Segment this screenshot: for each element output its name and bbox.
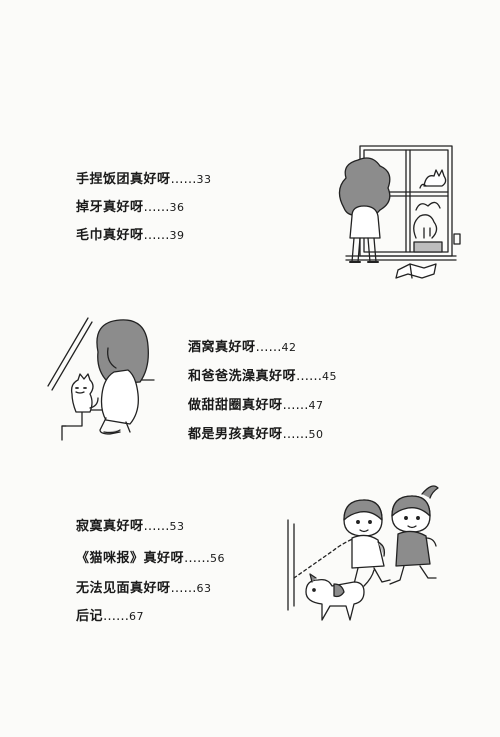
toc-entry-title: 手捏饭团真好呀: [76, 172, 171, 187]
toc-entry[interactable]: 掉牙真好呀……36: [76, 200, 185, 216]
toc-entry-page: 50: [308, 428, 324, 441]
toc-entry-page: 47: [308, 399, 324, 412]
toc-entry[interactable]: 《猫咪报》真好呀……56: [76, 551, 225, 567]
toc-entry[interactable]: 都是男孩真好呀……50: [188, 427, 324, 443]
toc-entry-title: 掉牙真好呀: [76, 200, 144, 215]
toc-entry-title: 毛巾真好呀: [76, 228, 144, 243]
toc-entry[interactable]: 后记……67: [76, 609, 144, 625]
toc-entry-title: 无法见面真好呀: [76, 581, 171, 596]
toc-entry-leader: ……: [170, 581, 197, 596]
toc-entry-page: 33: [196, 173, 212, 186]
toc-entry-page: 36: [169, 201, 185, 214]
toc-entry[interactable]: 毛巾真好呀……39: [76, 228, 185, 244]
toc-entry-title: 做甜甜圈真好呀: [188, 398, 283, 413]
toc-entry[interactable]: 无法见面真好呀……63: [76, 581, 212, 597]
toc-entry-leader: ……: [184, 551, 211, 566]
toc-entry-page: 56: [210, 552, 226, 565]
toc-entry-title: 《猫咪报》真好呀: [76, 551, 185, 566]
toc-entry-leader: ……: [296, 369, 323, 384]
toc-entry-leader: ……: [170, 172, 197, 187]
toc-entry-title: 后记: [76, 609, 104, 624]
toc-entry[interactable]: 做甜甜圈真好呀……47: [188, 398, 324, 414]
toc-entry[interactable]: 和爸爸洗澡真好呀……45: [188, 369, 337, 385]
toc-entry-page: 63: [196, 582, 212, 595]
toc-entry-leader: ……: [103, 609, 130, 624]
toc-entry-leader: ……: [282, 398, 309, 413]
two-girls-and-dog-icon: [287, 485, 439, 621]
toc-entry-page: 45: [322, 370, 338, 383]
toc-entry[interactable]: 手捏饭团真好呀……33: [76, 172, 212, 188]
toc-entry-title: 酒窝真好呀: [188, 340, 256, 355]
child-at-window-icon: [338, 145, 461, 279]
toc-entry-leader: ……: [143, 200, 170, 215]
toc-entry-page: 42: [281, 341, 297, 354]
toc-entry-leader: ……: [143, 519, 170, 534]
toc-entry-leader: ……: [282, 427, 309, 442]
toc-entry-page: 53: [169, 520, 185, 533]
toc-entry-title: 寂寞真好呀: [76, 519, 144, 534]
toc-entry-page: 39: [169, 229, 185, 242]
toc-entry-leader: ……: [255, 340, 282, 355]
toc-entry-leader: ……: [143, 228, 170, 243]
toc-entry-title: 和爸爸洗澡真好呀: [188, 369, 297, 384]
toc-entry-page: 67: [129, 610, 145, 623]
toc-entry-title: 都是男孩真好呀: [188, 427, 283, 442]
toc-entry[interactable]: 酒窝真好呀……42: [188, 340, 297, 356]
girl-with-cat-on-stairs-icon: [47, 317, 155, 441]
toc-entry[interactable]: 寂寞真好呀……53: [76, 519, 185, 535]
